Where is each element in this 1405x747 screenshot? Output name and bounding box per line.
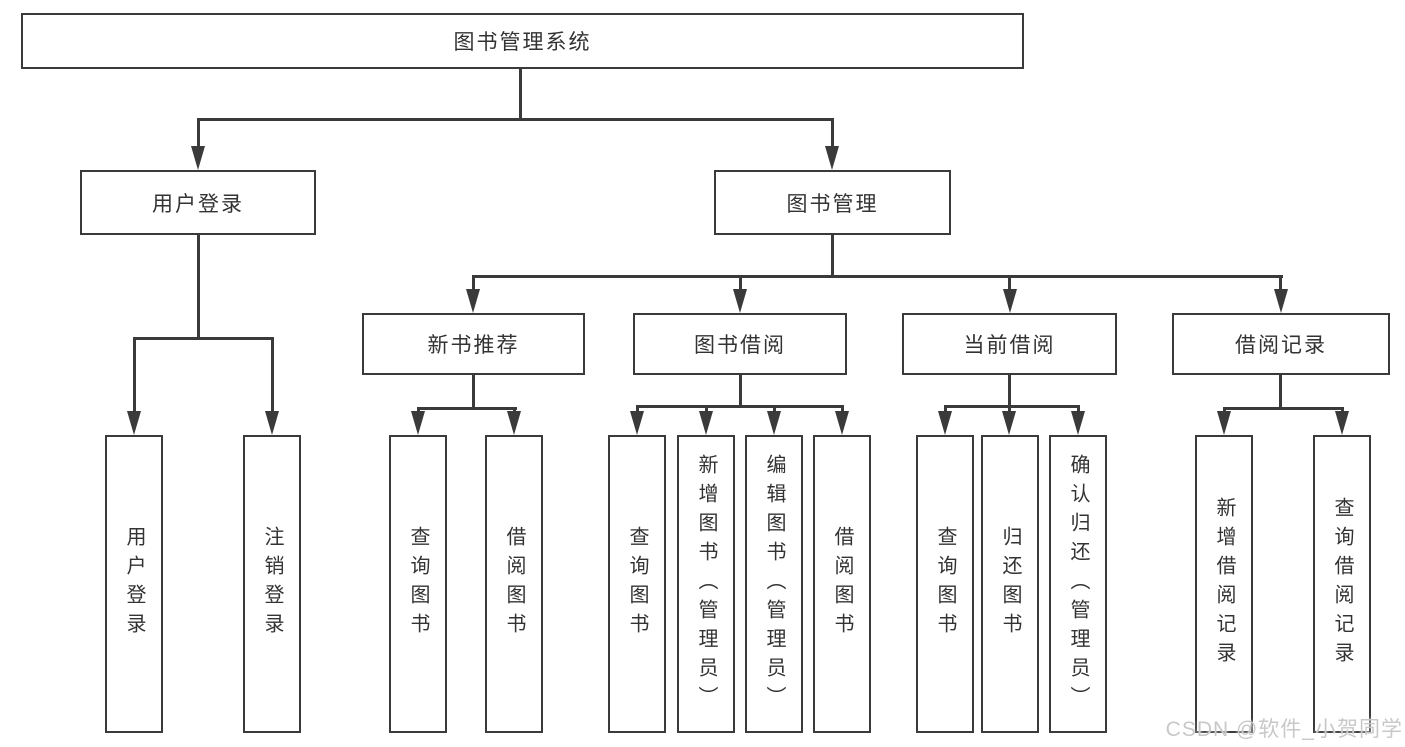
leaf-query-borrow-record-label: 查询借阅记录 <box>1331 497 1353 671</box>
arrowhead-bb-borrow <box>835 411 849 435</box>
connector-stem-recommend <box>472 275 475 293</box>
leaf-return-book: 归还图书 <box>981 435 1039 733</box>
connector-current-borrow-bracket <box>944 405 1080 408</box>
arrowhead-cb-query <box>938 411 952 435</box>
arrowhead-bb-edit <box>767 411 781 435</box>
connector-stem-user-login <box>197 118 200 152</box>
arrowhead-bb-add <box>699 411 713 435</box>
connector-stem-book-management <box>831 118 834 152</box>
node-new-book-recommend: 新书推荐 <box>362 313 585 375</box>
leaf-add-book-admin: 新增图书（管理员） <box>677 435 735 733</box>
node-current-borrow-label: 当前借阅 <box>963 334 1056 357</box>
connector-stem-borrow-records <box>1279 275 1282 293</box>
leaf-query-borrow-record: 查询借阅记录 <box>1313 435 1371 733</box>
arrowhead-br-query <box>1335 411 1349 435</box>
node-user-login-label: 用户登录 <box>152 192 244 216</box>
connector-stem-current-borrow <box>1008 275 1011 293</box>
node-book-management: 图书管理 <box>714 170 951 235</box>
leaf-current-query-books-label: 查询图书 <box>934 526 956 642</box>
leaf-edit-book-admin: 编辑图书（管理员） <box>745 435 803 733</box>
arrowhead-current-borrow <box>1003 289 1017 313</box>
leaf-confirm-return-admin: 确认归还（管理员） <box>1049 435 1107 733</box>
leaf-borrow-borrow-books: 借阅图书 <box>813 435 871 733</box>
arrowhead-bb-query <box>630 411 644 435</box>
connector-root-stem <box>519 69 522 120</box>
leaf-add-book-admin-label: 新增图书（管理员） <box>695 453 717 715</box>
node-borrow-records-label: 借阅记录 <box>1235 334 1327 357</box>
leaf-borrow-borrow-books-label: 借阅图书 <box>831 526 853 642</box>
leaf-add-borrow-record: 新增借阅记录 <box>1195 435 1253 733</box>
leaf-confirm-return-admin-label: 确认归还（管理员） <box>1067 453 1089 715</box>
arrowhead-leaf-user-login <box>127 411 141 435</box>
arrowhead-recommend <box>466 289 480 313</box>
connector-stem-bb-query <box>636 405 639 415</box>
node-root: 图书管理系统 <box>21 13 1024 69</box>
arrowhead-leaf-logout <box>265 411 279 435</box>
node-current-borrow: 当前借阅 <box>902 313 1117 375</box>
connector-stem-cb-confirm <box>1077 405 1080 415</box>
connector-stem-cb-return <box>1008 405 1011 415</box>
leaf-borrow-query-books-label: 查询图书 <box>626 526 648 642</box>
node-user-login: 用户登录 <box>80 170 316 235</box>
watermark: CSDN @软件_小贺同学 <box>1165 718 1403 741</box>
leaf-recommend-borrow-books: 借阅图书 <box>485 435 543 733</box>
connector-stem-leaf-user-login <box>133 337 136 415</box>
connector-stem-leaf-logout <box>271 337 274 415</box>
leaf-borrow-query-books: 查询图书 <box>608 435 666 733</box>
leaf-logout-label: 注销登录 <box>261 526 283 642</box>
arrowhead-recommend-borrow <box>507 411 521 435</box>
leaf-recommend-borrow-books-label: 借阅图书 <box>503 526 525 642</box>
node-book-management-label: 图书管理 <box>786 192 879 216</box>
connector-stem-bb-edit <box>773 405 776 415</box>
connector-stem-bb-borrow <box>841 405 844 415</box>
connector-stem-book-borrow <box>739 275 742 293</box>
connector-borrow-records-stem <box>1279 374 1282 409</box>
connector-recommend-stem <box>472 374 475 409</box>
node-book-borrow-label: 图书借阅 <box>694 334 786 357</box>
leaf-current-query-books: 查询图书 <box>916 435 974 733</box>
connector-recommend-bracket <box>417 407 517 410</box>
connector-user-login-stem <box>197 234 200 338</box>
node-book-borrow: 图书借阅 <box>633 313 847 375</box>
arrowhead-book-borrow <box>733 289 747 313</box>
connector-book-management-stem <box>831 234 834 278</box>
node-borrow-records: 借阅记录 <box>1172 313 1390 375</box>
leaf-recommend-query-books-label: 查询图书 <box>407 526 429 642</box>
node-new-book-recommend-label: 新书推荐 <box>427 334 520 357</box>
arrowhead-recommend-query <box>411 411 425 435</box>
arrowhead-cb-return <box>1002 411 1016 435</box>
connector-level2-bracket <box>472 275 1283 278</box>
arrowhead-book-management <box>825 146 839 170</box>
node-root-label: 图书管理系统 <box>453 31 592 54</box>
connector-book-borrow-stem <box>739 374 742 407</box>
connector-stem-cb-query <box>944 405 947 415</box>
arrowhead-user-login <box>191 146 205 170</box>
connector-root-bracket <box>197 118 834 121</box>
leaf-user-login: 用户登录 <box>105 435 163 733</box>
leaf-add-borrow-record-label: 新增借阅记录 <box>1213 497 1235 671</box>
leaf-logout: 注销登录 <box>243 435 301 733</box>
arrowhead-br-add <box>1217 411 1231 435</box>
arrowhead-borrow-records <box>1274 289 1288 313</box>
leaf-edit-book-admin-label: 编辑图书（管理员） <box>763 453 785 715</box>
leaf-user-login-label: 用户登录 <box>123 526 145 642</box>
leaf-return-book-label: 归还图书 <box>999 526 1021 642</box>
leaf-recommend-query-books: 查询图书 <box>389 435 447 733</box>
connector-book-borrow-bracket <box>636 405 844 408</box>
connector-stem-bb-add <box>705 405 708 415</box>
connector-user-login-bracket <box>133 337 274 340</box>
connector-current-borrow-stem <box>1008 374 1011 407</box>
connector-borrow-records-bracket <box>1223 407 1344 410</box>
arrowhead-cb-confirm <box>1071 411 1085 435</box>
